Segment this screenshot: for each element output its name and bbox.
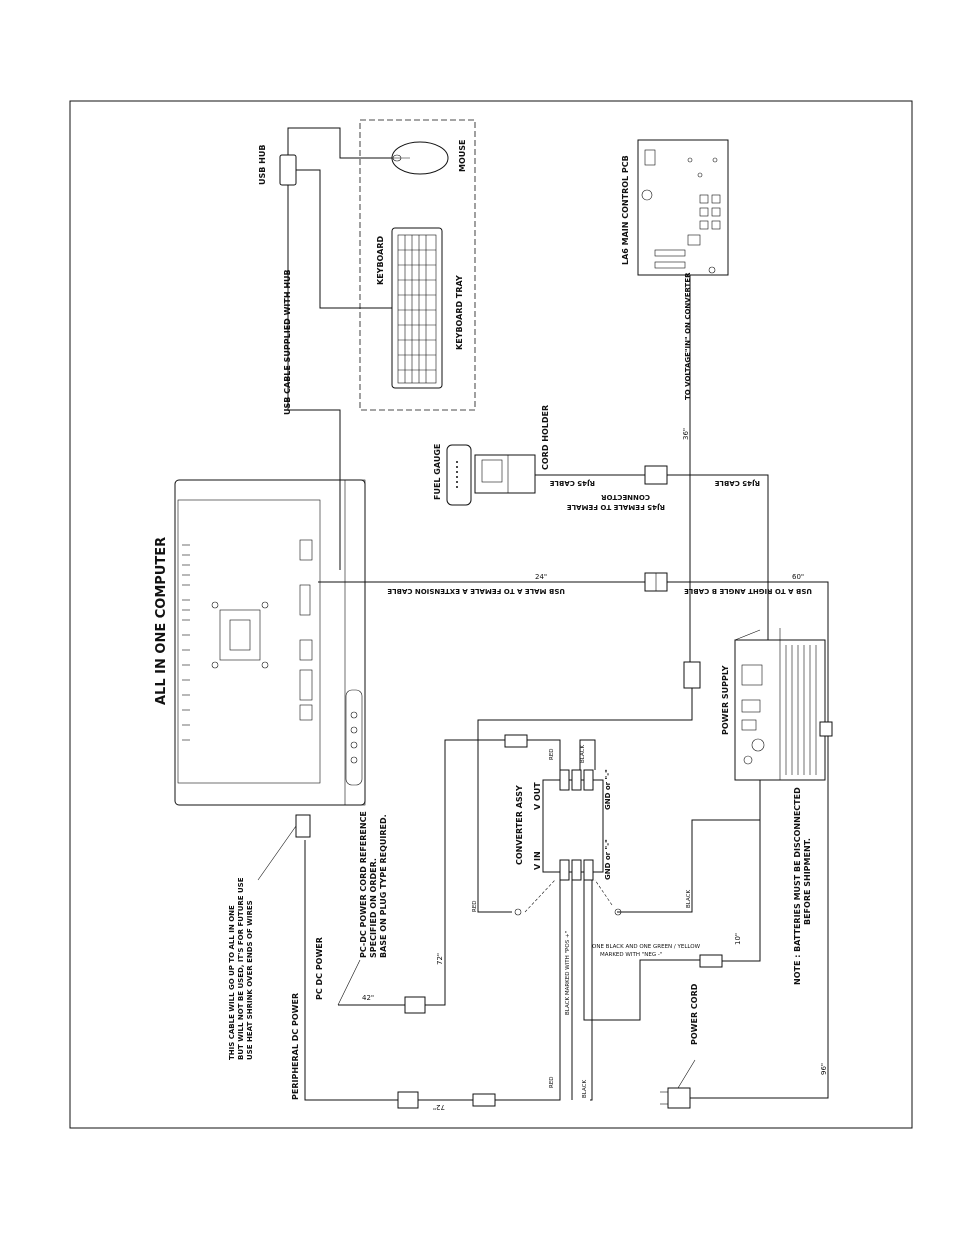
wires (257, 127, 829, 1109)
len-96: 96" (820, 1063, 828, 1075)
gnd-in-label: GND or "-" (604, 839, 612, 880)
power-cord-label: POWER CORD (690, 983, 699, 1045)
pc-dc-ref-line-1: PC-DC POWER CORD REFERENCE (359, 811, 368, 958)
rj45-female-label-2: CONNECTOR (601, 493, 650, 501)
note-line-1: NOTE : BATTERIES MUST BE DISCONNECTED (793, 787, 802, 985)
pc-dc-ref-line-3: BASE ON PLUG TYPE REQUIRED. (379, 814, 388, 958)
keyboard-tray (359, 119, 476, 411)
len-60: 60" (792, 573, 804, 581)
peripheral-dc-label: PERIPHERAL DC POWER (291, 993, 300, 1100)
pc-dc-power-label: PC DC POWER (315, 937, 324, 1000)
all-in-one-computer-label: ALL IN ONE COMPUTER (154, 537, 169, 705)
black-top-label: BLACK (580, 745, 586, 763)
usb-right-angle-label: USB A TO RIGHT ANGLE B CABLE (684, 587, 812, 595)
mouse (391, 141, 449, 175)
cable-note-line-3: USE HEAT SHRINK OVER ENDS OF WIRES (246, 900, 254, 1060)
note-line-2: BEFORE SHIPMENT. (803, 838, 812, 925)
mouse-label: MOUSE (458, 140, 467, 172)
black-right-label: BLACK (686, 890, 692, 908)
len-36: 36" (682, 428, 690, 440)
fuel-gauge-label: FUEL GAUGE (433, 444, 442, 500)
rj45-cable-label-2: RJ45 CABLE (714, 479, 760, 487)
cord-holder (474, 454, 536, 494)
rj45-cable-label-1: RJ45 CABLE (549, 479, 595, 487)
keyboard (391, 227, 443, 389)
to-voltage-label: TO VOLTAGE"IN" ON CONVERTER (684, 272, 692, 400)
red-bottom-label: RED (549, 1076, 555, 1088)
gnd-out-label: GND or "-" (604, 769, 612, 810)
cord-holder-label: CORD HOLDER (541, 405, 550, 470)
usb-ext-label: USB MALE A TO FEMALE A EXTENSION CABLE (387, 587, 565, 595)
cable-note-line-2: BUT WILL NOT BE USED, IT'S FOR FUTURE US… (237, 877, 245, 1060)
one-black-label-2: MARKED WITH "NEG -" (600, 952, 662, 958)
power-supply-label: POWER SUPPLY (721, 665, 730, 735)
len-42: 42" (362, 994, 374, 1002)
keyboard-tray-label: KEYBOARD TRAY (455, 275, 464, 350)
red-top-label: RED (549, 748, 555, 760)
cable-note-line-1: THIS CABLE WILL GO UP TO ALL IN ONE (228, 905, 236, 1060)
len-72a: 72" (436, 953, 444, 965)
keyboard-label: KEYBOARD (376, 236, 385, 285)
black-bottom-label: BLACK (582, 1080, 588, 1098)
power-supply (734, 628, 826, 781)
len-72b: 72" (433, 1103, 445, 1111)
usb-hub (279, 154, 297, 186)
usb-b-connector (819, 721, 833, 737)
all-in-one-computer (174, 479, 366, 806)
v-out-label: V OUT (533, 782, 542, 810)
converter-assembly (542, 769, 604, 881)
rj45-female-label-1: RJ45 FEMALE TO FEMALE (567, 503, 665, 511)
main-control-pcb (637, 139, 729, 276)
pc-dc-ref-line-2: SPECIFIED ON ORDER. (369, 858, 378, 958)
v-in-label: V IN (533, 851, 542, 870)
diagram-frame (69, 100, 913, 1129)
one-black-label-1: ONE BLACK AND ONE GREEN / YELLOW (592, 944, 701, 950)
fuel-gauge (446, 444, 472, 506)
red-left-label: RED (472, 900, 478, 912)
converter-label: CONVERTER ASSY (515, 785, 524, 865)
len-10: 10" (734, 933, 742, 945)
usb-hub-label: USB HUB (258, 145, 267, 185)
main-pcb-label: LA6 MAIN CONTROL PCB (621, 155, 630, 265)
black-marked-label: BLACK MARKED WITH "POS +" (565, 931, 571, 1015)
len-24: 24" (535, 573, 547, 581)
